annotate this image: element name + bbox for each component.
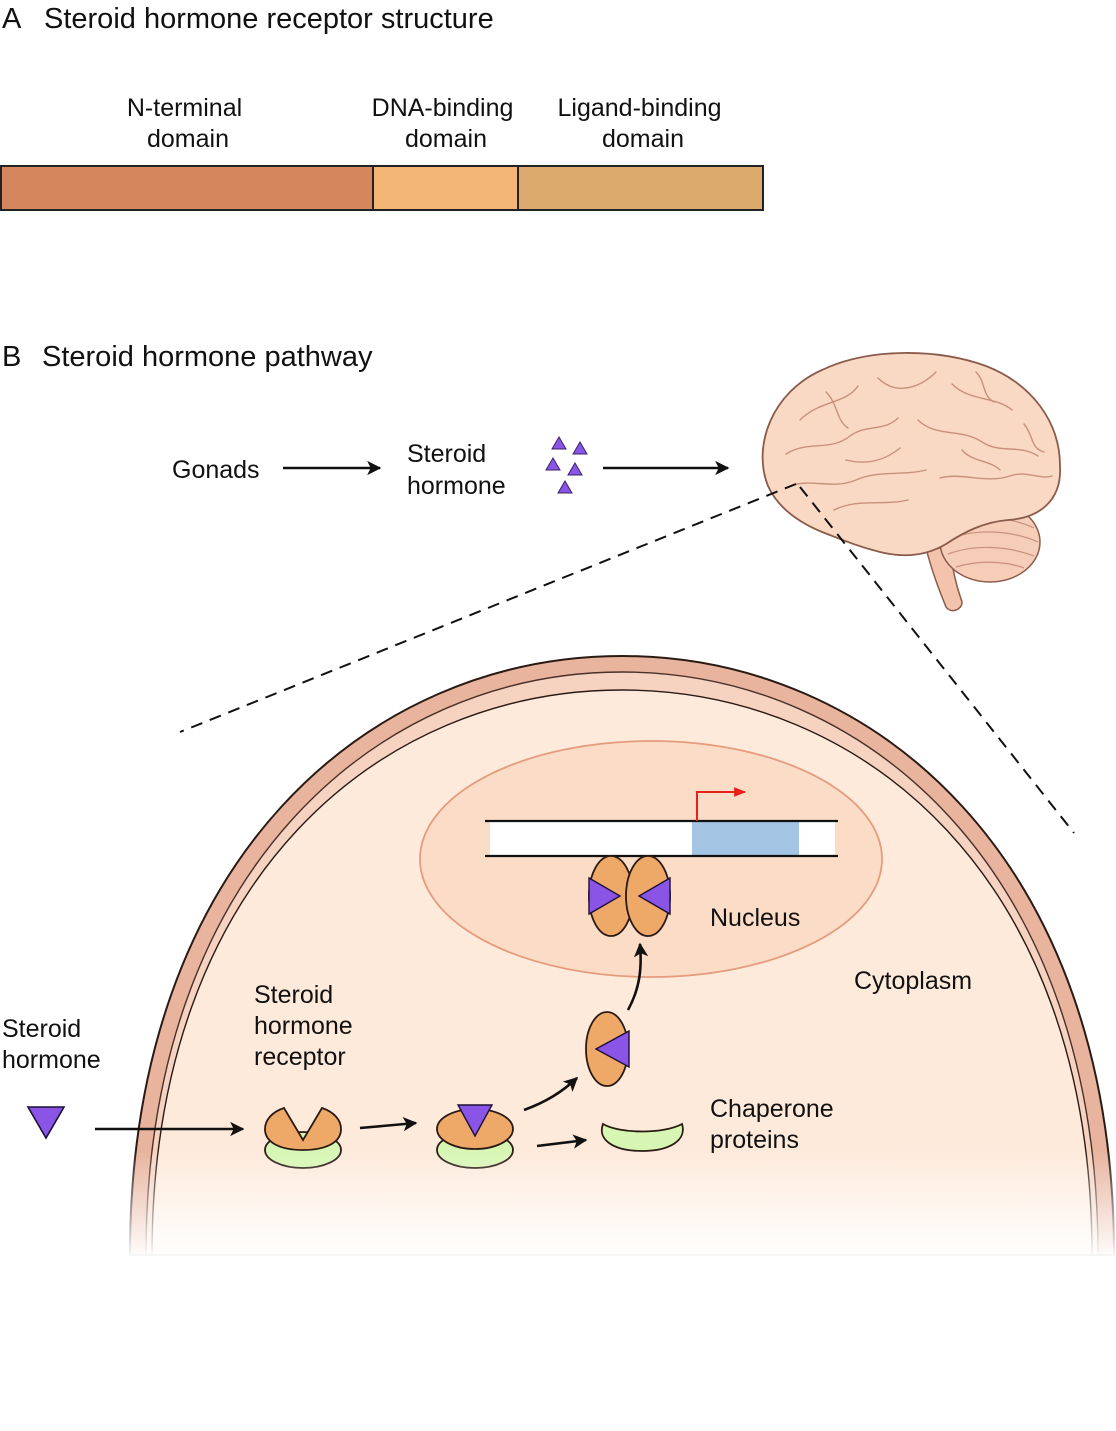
- brain-gyri: [785, 371, 1053, 511]
- receptor-label: Steroid hormone receptor: [254, 981, 360, 1071]
- receptor-label-line3: receptor: [254, 1043, 346, 1071]
- arrow-bound-to-chaperone: [536, 1134, 588, 1149]
- nucleus-label: Nucleus: [710, 904, 800, 932]
- panel-b-letter: B: [2, 341, 21, 373]
- panel-b-title: Steroid hormone pathway: [42, 341, 373, 373]
- arrow-bound-to-activated: [523, 1077, 579, 1112]
- cell: Nucleus Cytoplasm: [120, 654, 1116, 1260]
- dna-binding-domain-segment: [372, 165, 519, 211]
- hormone-molecule-small: [567, 462, 583, 476]
- target-gene: [692, 821, 799, 856]
- ligand-binding-label-line1: Ligand-binding: [558, 94, 722, 122]
- steroid-hormone-outside-label: Steroid hormone: [2, 1015, 101, 1074]
- n-terminal-label-line1: N-terminal: [127, 94, 242, 122]
- dna-binding-label-line2: domain: [405, 125, 487, 153]
- n-terminal-label-line2: domain: [147, 125, 229, 153]
- brain-stem: [925, 547, 963, 612]
- gonads-label: Gonads: [172, 456, 260, 484]
- chaperone-label: Chaperone proteins: [710, 1095, 841, 1154]
- ligand-binding-label: Ligand-binding domain: [558, 94, 729, 153]
- steroid-hormone-top-line2: hormone: [407, 472, 506, 500]
- receptor-label-line2: hormone: [254, 1012, 353, 1040]
- ligand-binding-label-line2: domain: [602, 125, 684, 153]
- receptor-domain-bar: [0, 165, 764, 211]
- hormone-in-receptor: [456, 1104, 494, 1138]
- transcription-start-arrow: [696, 787, 747, 821]
- arrow-to-nucleus: [626, 942, 649, 1011]
- dna-binding-label-line1: DNA-binding: [372, 94, 514, 122]
- cytoplasm-label: Cytoplasm: [854, 967, 972, 995]
- hormone-bound-left: [588, 876, 622, 916]
- panel-a-letter: A: [2, 3, 22, 35]
- brain-cerebrum: [761, 352, 1061, 557]
- zoom-dashed-line-left: [179, 483, 797, 733]
- cell-bottom-fade: [120, 1150, 1116, 1260]
- chaperone-label-line2: proteins: [710, 1126, 799, 1154]
- panel-b: B Steroid hormone pathway Gonads Steroid…: [2, 341, 1116, 1260]
- panel-a: A Steroid hormone receptor structure N-t…: [0, 3, 764, 211]
- ligand-binding-domain-segment: [517, 165, 764, 211]
- receptor-label-line1: Steroid: [254, 981, 333, 1009]
- arrow-receptor-to-bound: [359, 1117, 418, 1132]
- steroid-hormone-top-line1: Steroid: [407, 440, 486, 468]
- brain-icon: [761, 352, 1061, 612]
- hormone-molecule-small: [557, 480, 573, 494]
- steroid-hormone-top-label: Steroid hormone: [407, 440, 506, 500]
- hormone-outside-cell: [26, 1106, 66, 1140]
- hormone-molecule-small: [572, 441, 588, 455]
- n-terminal-label: N-terminal domain: [127, 94, 249, 153]
- hormone-molecule-small: [545, 457, 561, 471]
- n-terminal-domain-segment: [0, 165, 374, 211]
- hormone-molecule-small: [551, 436, 567, 450]
- chaperone-protein-released: [600, 1122, 684, 1152]
- hormone-bound-right: [637, 876, 671, 916]
- steroid-hormone-outside-line1: Steroid: [2, 1015, 81, 1043]
- panel-a-title: Steroid hormone receptor structure: [44, 3, 494, 35]
- dna-binding-label: DNA-binding domain: [372, 94, 521, 153]
- chaperone-label-line1: Chaperone: [710, 1095, 834, 1123]
- activated-receptor: [585, 1011, 630, 1087]
- dna-strand: [485, 819, 838, 858]
- hormone-molecules-cluster: [545, 436, 588, 494]
- receptor-dimer: [588, 855, 671, 937]
- activated-receptor-hormone: [594, 1029, 630, 1069]
- zoom-dashed-line-right: [799, 486, 1075, 834]
- steroid-hormone-outside-line2: hormone: [2, 1046, 101, 1074]
